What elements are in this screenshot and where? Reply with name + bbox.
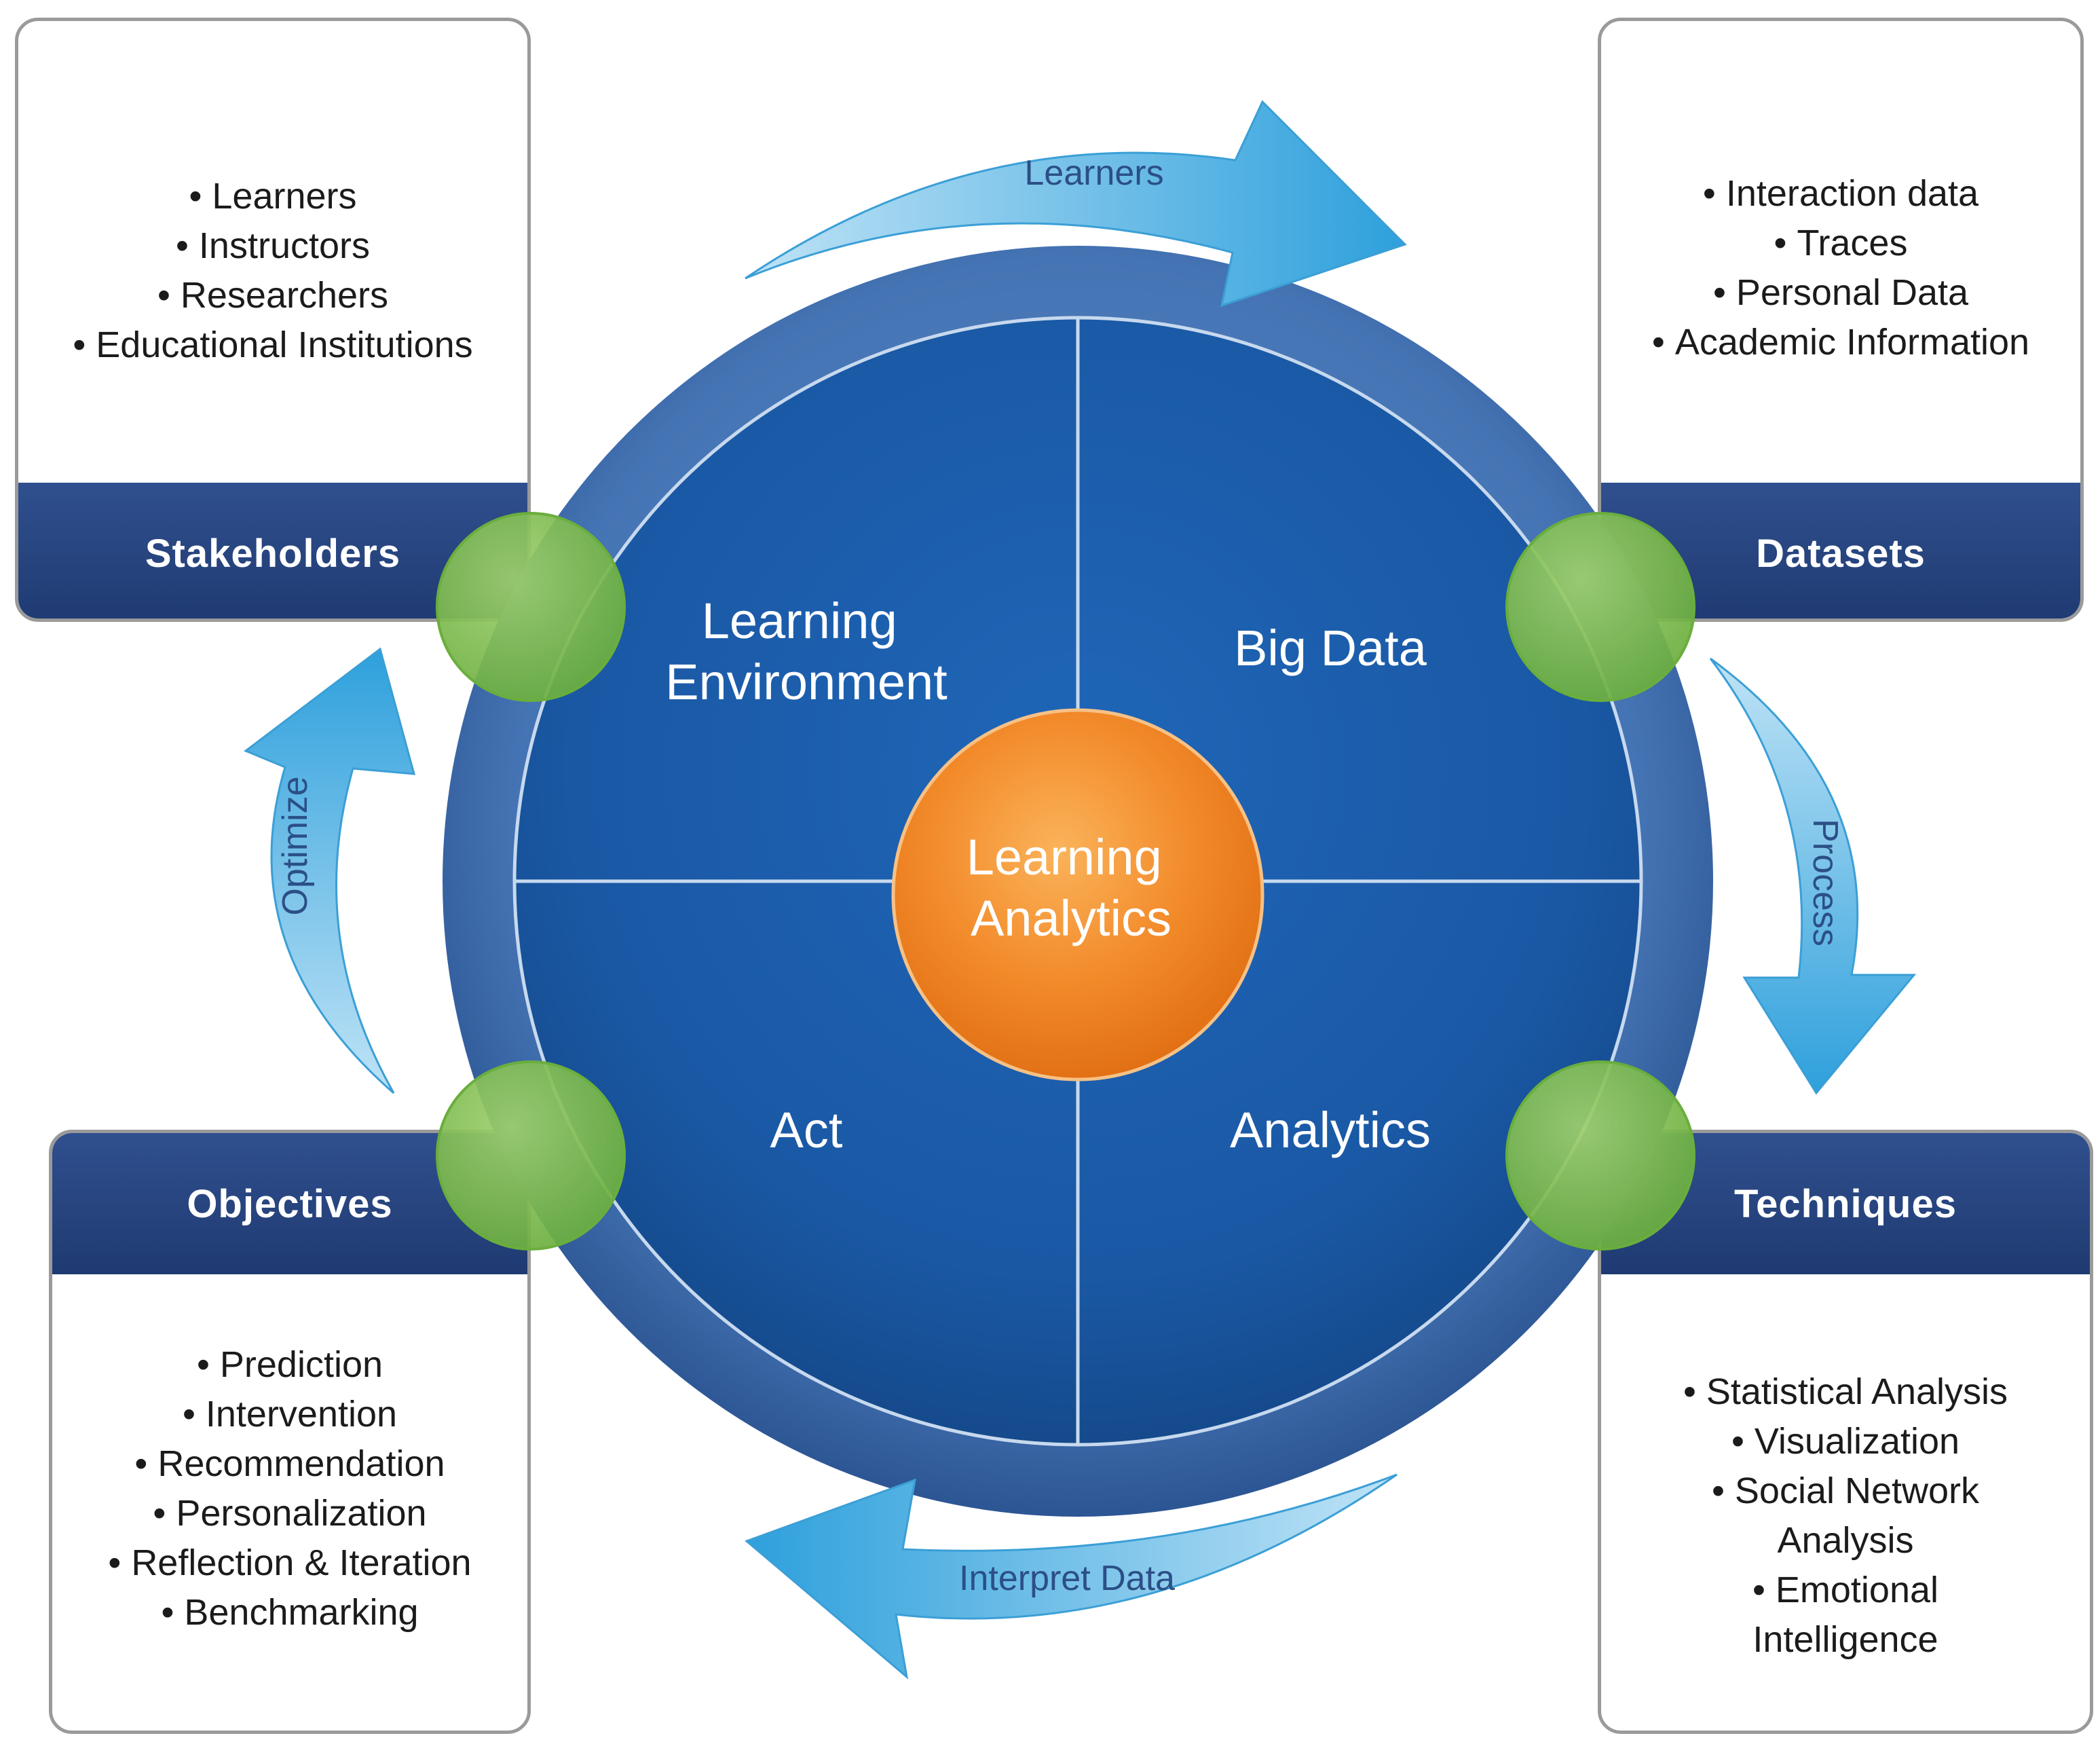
list-item: Intervention <box>52 1390 527 1439</box>
quadrant-learning-environment: Learning Environment <box>665 593 948 710</box>
list-item: Interaction data <box>1601 169 2080 219</box>
node-stakeholders <box>436 512 626 702</box>
list-item: Social Network Analysis <box>1676 1466 2015 1566</box>
list-item: Traces <box>1601 219 2080 268</box>
objectives-list: Prediction Intervention Recommendation P… <box>52 1340 527 1638</box>
datasets-panel: Interaction data Traces Personal Data Ac… <box>1598 18 2084 622</box>
node-objectives <box>436 1060 626 1251</box>
stakeholders-panel: Learners Instructors Researchers Educati… <box>15 18 531 622</box>
stakeholders-title: Stakeholders <box>18 483 527 618</box>
list-item: Reflection & Iteration <box>52 1538 527 1588</box>
list-item: Learners <box>18 172 527 221</box>
core-circle <box>891 708 1264 1081</box>
list-item: Researchers <box>18 271 527 320</box>
list-item: Personal Data <box>1601 268 2080 318</box>
quadrant-analytics: Analytics <box>1230 1102 1431 1158</box>
arrow-interpret-data <box>745 1473 1398 1680</box>
list-item: Prediction <box>52 1340 527 1390</box>
arrow-process <box>1709 657 1917 1095</box>
arrow-optimize <box>244 647 416 1094</box>
list-item: Visualization <box>1676 1417 2015 1466</box>
quadrant-act: Act <box>770 1102 843 1158</box>
list-item: Personalization <box>52 1489 527 1538</box>
arrow-label-interpret-data: Interpret Data <box>959 1559 1175 1598</box>
arrow-learners <box>745 100 1407 308</box>
node-techniques <box>1505 1060 1695 1251</box>
arrow-label-process: Process <box>1805 819 1845 946</box>
arrow-label-learners: Learners <box>1024 153 1163 193</box>
techniques-list: Statistical Analysis Visualization Socia… <box>1601 1367 2090 1665</box>
list-item: Academic Information <box>1601 318 2080 367</box>
techniques-title: Techniques <box>1601 1133 2090 1274</box>
arrow-label-optimize: Optimize <box>276 776 315 915</box>
node-datasets <box>1505 512 1695 702</box>
list-item: Instructors <box>18 221 527 271</box>
list-item: Recommendation <box>52 1439 527 1489</box>
list-item: Emotional Intelligence <box>1676 1566 2015 1665</box>
list-item: Statistical Analysis <box>1676 1367 2015 1417</box>
techniques-panel: Techniques Statistical Analysis Visualiz… <box>1598 1130 2093 1734</box>
datasets-list: Interaction data Traces Personal Data Ac… <box>1601 169 2080 367</box>
stakeholders-list: Learners Instructors Researchers Educati… <box>18 172 527 370</box>
list-item: Educational Institutions <box>18 320 527 370</box>
quadrant-big-data: Big Data <box>1234 620 1427 676</box>
objectives-panel: Objectives Prediction Intervention Recom… <box>49 1130 531 1734</box>
core-label: Learning Analytics <box>967 829 1176 946</box>
list-item: Benchmarking <box>52 1588 527 1638</box>
